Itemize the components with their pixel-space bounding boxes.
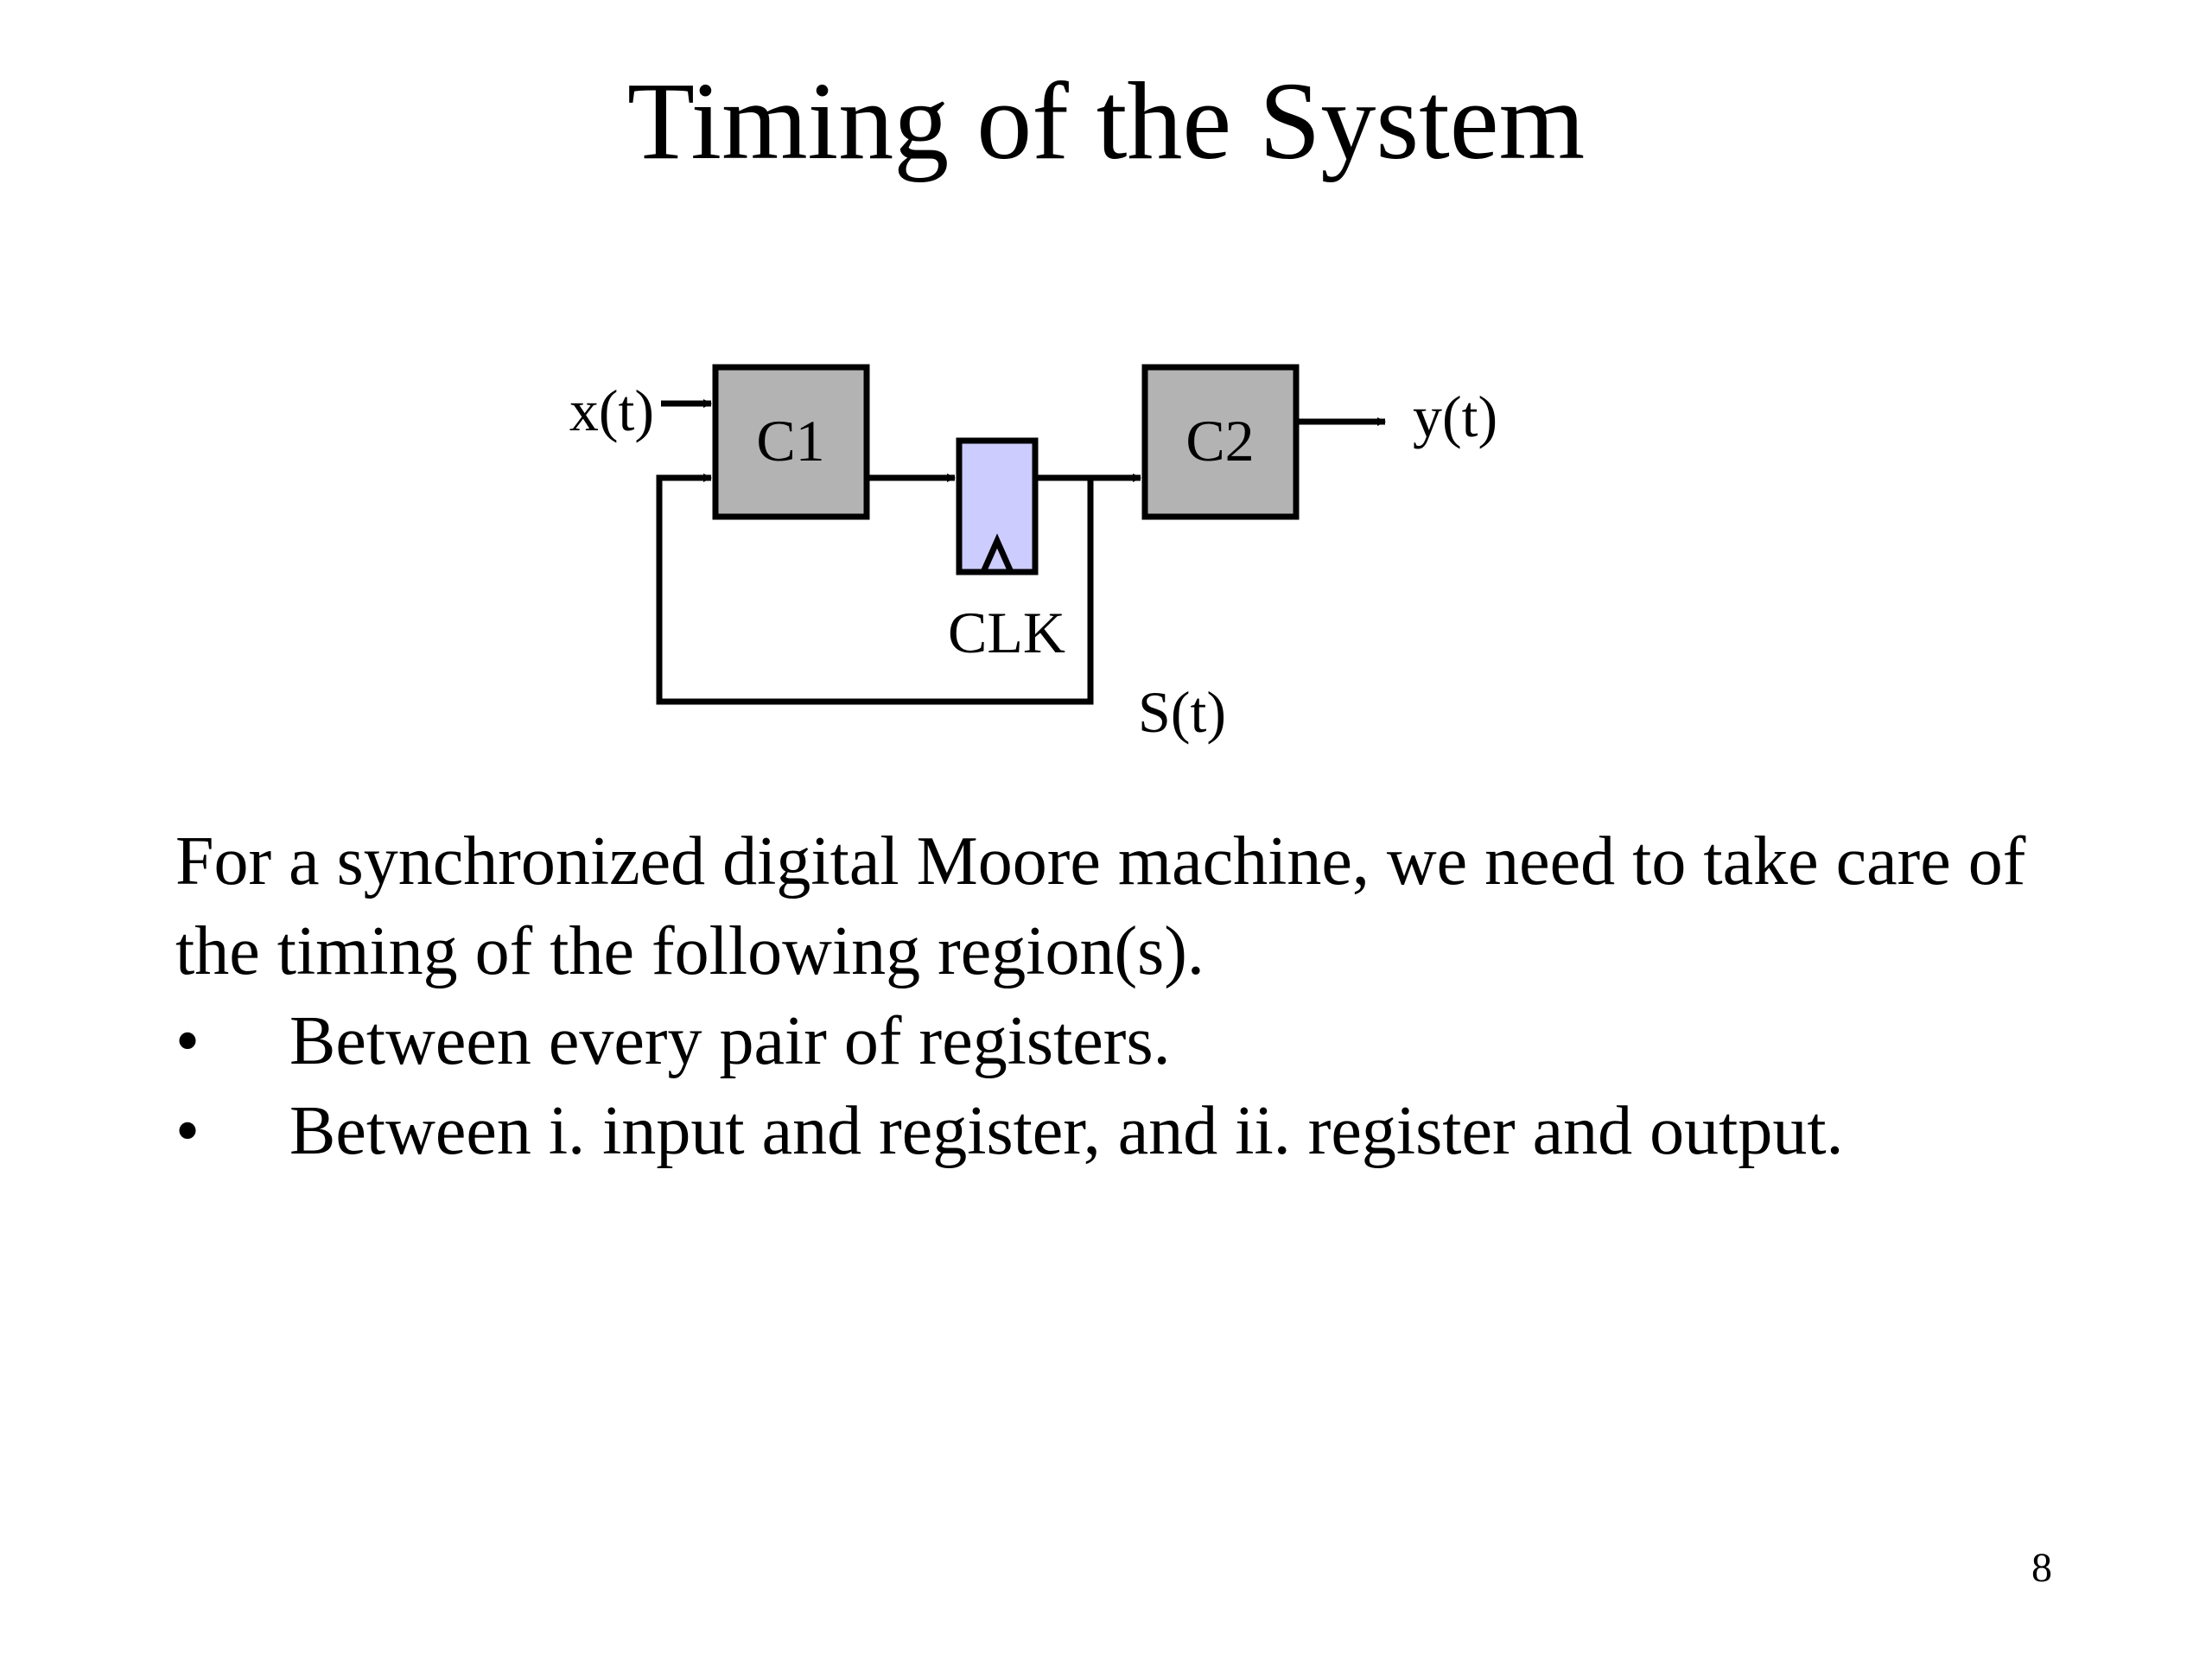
c1-label: C1 — [756, 408, 824, 474]
bullet-icon: • — [175, 1003, 200, 1079]
body-paragraph: For a synchronized digital Moore machine… — [175, 823, 2026, 989]
c2-label: C2 — [1185, 408, 1254, 474]
bullet-text: Between every pair of registers. — [289, 1003, 1171, 1079]
bullet-list: • Between every pair of registers. • Bet… — [175, 996, 2076, 1176]
clock-label: CLK — [948, 600, 1065, 665]
input-label: x(t) — [569, 378, 654, 443]
page-number: 8 — [2031, 1545, 2052, 1591]
state-feedback-wire — [656, 474, 1094, 705]
output-label: y(t) — [1413, 384, 1497, 449]
register-block — [956, 437, 1039, 575]
bullet-icon: • — [175, 1093, 200, 1169]
c2-block — [1141, 364, 1300, 520]
body-text: For a synchronized digital Moore machine… — [175, 817, 2076, 1176]
bullet-item: • Between every pair of registers. — [175, 996, 2076, 1086]
c1-block — [712, 364, 870, 520]
clock-triangle-icon — [980, 533, 1014, 574]
state-label: S(t) — [1138, 679, 1226, 745]
slide-title: Timing of the System — [626, 60, 1586, 182]
bullet-item: • Between i. input and register, and ii.… — [175, 1086, 2076, 1176]
bullet-text: Between i. input and register, and ii. r… — [289, 1093, 1844, 1169]
